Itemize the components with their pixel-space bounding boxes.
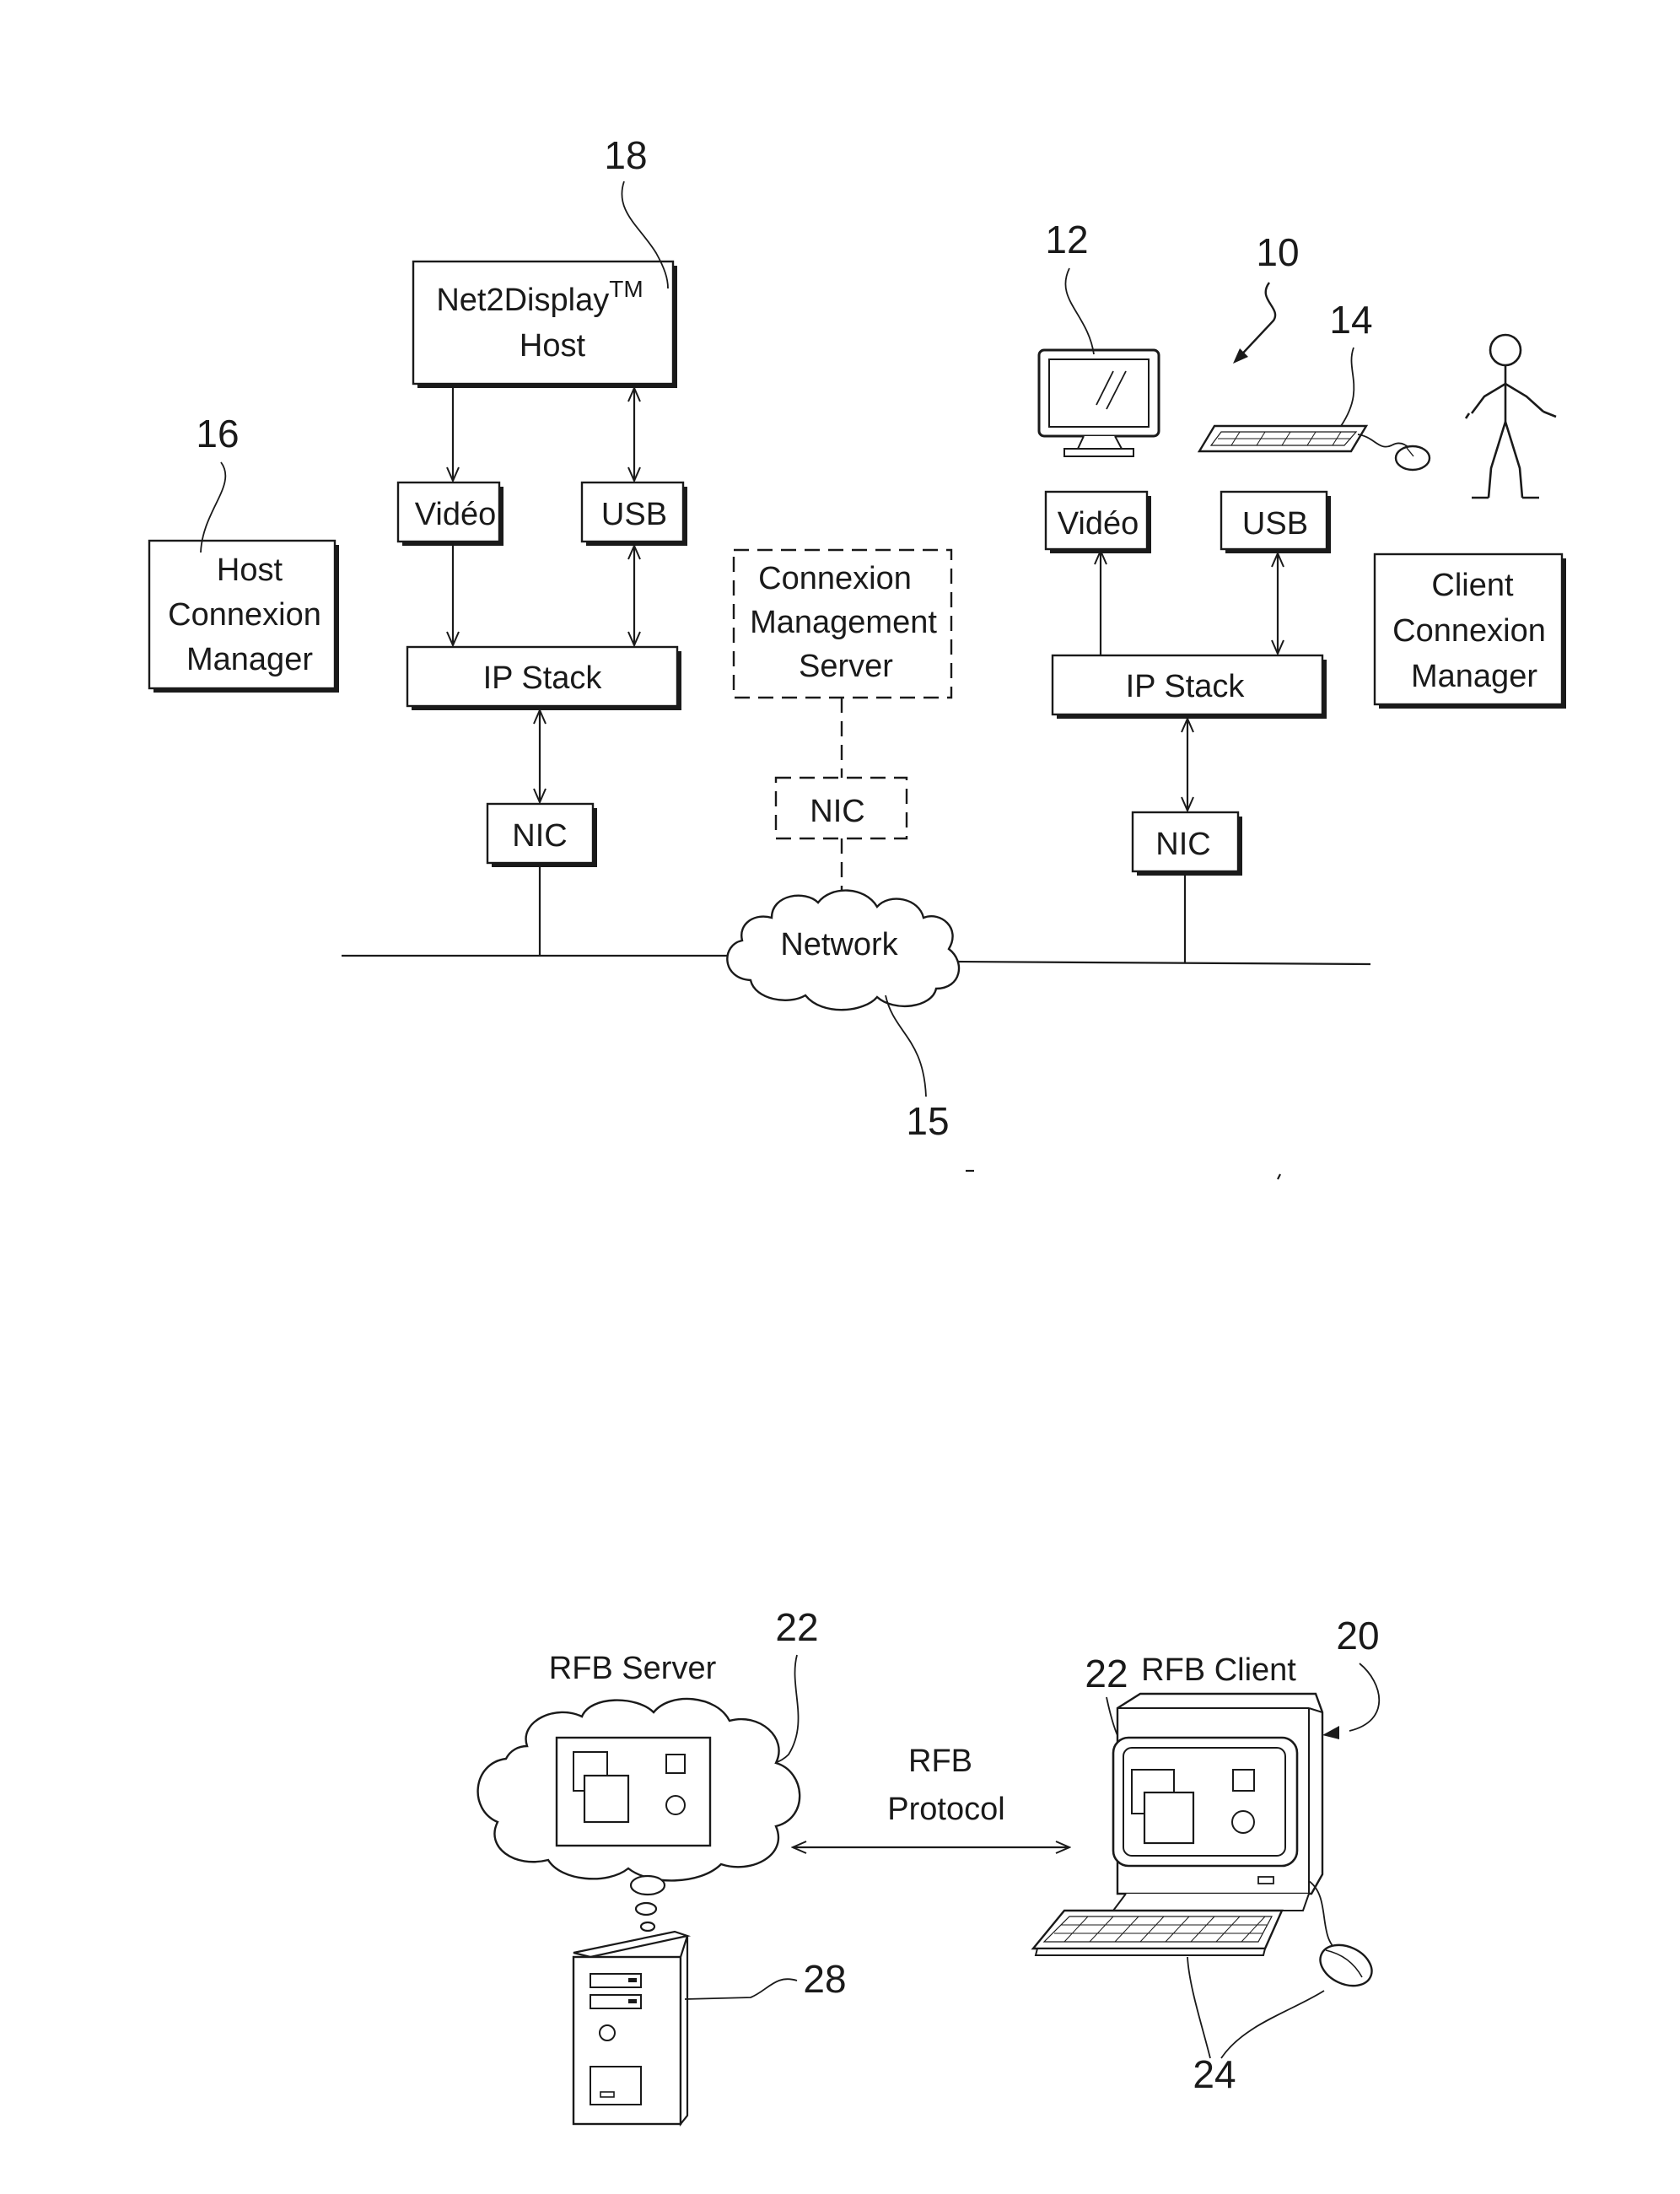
leader-10 bbox=[1236, 283, 1275, 361]
client-usb-box: USB bbox=[1221, 492, 1331, 553]
ref-24: 24 bbox=[1193, 2052, 1236, 2096]
stray-mark-2 bbox=[1278, 1174, 1280, 1179]
leader-24-keyboard bbox=[1187, 1957, 1210, 2058]
ref-18: 18 bbox=[604, 133, 647, 177]
monitor-12 bbox=[1039, 350, 1159, 456]
leader-14 bbox=[1341, 348, 1354, 426]
ref-12: 12 bbox=[1045, 218, 1088, 261]
net2display-host-box: Net2DisplayTM Host bbox=[413, 261, 677, 388]
rfb-client-keyboard bbox=[1033, 1911, 1282, 1955]
thought-bubble-2 bbox=[636, 1903, 656, 1915]
host-manager-line3: Manager bbox=[186, 642, 313, 677]
ref-22-server: 22 bbox=[775, 1605, 818, 1649]
ref-22-client: 22 bbox=[1085, 1652, 1128, 1695]
client-connexion-manager-box: Client Connexion Manager bbox=[1375, 554, 1566, 709]
host-ip-stack-label: IP Stack bbox=[483, 660, 603, 696]
leader-24-mouse bbox=[1221, 1991, 1324, 2058]
cms-line1: Connexion bbox=[758, 561, 912, 596]
ref-14: 14 bbox=[1329, 298, 1372, 342]
leader-15 bbox=[886, 995, 926, 1097]
rfb-protocol-line2: Protocol bbox=[887, 1792, 1004, 1827]
host-nic-box: NIC bbox=[487, 804, 597, 867]
host-connexion-manager-box: Host Connexion Manager bbox=[149, 541, 339, 693]
ref-10: 10 bbox=[1256, 230, 1299, 274]
client-ip-stack-box: IP Stack bbox=[1053, 655, 1327, 719]
thought-bubble-3 bbox=[641, 1922, 654, 1931]
rfb-protocol-line1: RFB bbox=[908, 1744, 972, 1779]
keyboard-14 bbox=[1199, 426, 1430, 470]
host-manager-line1: Host bbox=[217, 553, 283, 588]
connexion-management-server-box: Connexion Management Server bbox=[734, 550, 951, 698]
host-line2: Host bbox=[520, 328, 586, 364]
host-ip-stack-box: IP Stack bbox=[407, 647, 681, 710]
host-usb-box: USB bbox=[582, 482, 687, 546]
rfb-server-label: RFB Server bbox=[549, 1651, 717, 1686]
ref-28: 28 bbox=[803, 1957, 846, 2001]
rfb-client-label: RFB Client bbox=[1141, 1652, 1296, 1688]
ref-20: 20 bbox=[1336, 1614, 1379, 1658]
cms-line3: Server bbox=[799, 649, 893, 684]
leader-20 bbox=[1349, 1663, 1379, 1731]
ref-16: 16 bbox=[196, 412, 239, 456]
host-name: Net2Display bbox=[436, 283, 609, 318]
client-manager-line3: Manager bbox=[1411, 659, 1537, 694]
ref-15: 15 bbox=[906, 1099, 949, 1143]
host-usb-label: USB bbox=[601, 497, 667, 532]
client-nic-box: NIC bbox=[1133, 812, 1242, 876]
rfb-server-cloud bbox=[478, 1699, 800, 1880]
cms-nic-label: NIC bbox=[810, 794, 864, 829]
host-manager-line2: Connexion bbox=[168, 597, 321, 633]
client-video-label: Vidéo bbox=[1058, 506, 1139, 542]
host-tm: TM bbox=[609, 276, 643, 302]
leader-16 bbox=[201, 462, 225, 553]
client-manager-line1: Client bbox=[1431, 568, 1514, 603]
cms-nic-box: NIC bbox=[776, 778, 907, 838]
cms-line2: Management bbox=[750, 605, 937, 640]
host-video-box: Vidéo bbox=[398, 482, 503, 546]
host-nic-label: NIC bbox=[512, 818, 567, 854]
client-ip-stack-label: IP Stack bbox=[1126, 669, 1246, 704]
client-usb-label: USB bbox=[1242, 506, 1308, 542]
network-bus-right bbox=[953, 962, 1370, 964]
leader-28 bbox=[685, 1979, 797, 1999]
leader-20-arrowhead bbox=[1322, 1726, 1339, 1739]
thought-bubble-1 bbox=[631, 1876, 665, 1895]
network-cloud: Network bbox=[727, 891, 959, 1011]
server-tower-28 bbox=[573, 1932, 687, 2124]
client-manager-line2: Connexion bbox=[1392, 613, 1546, 649]
client-nic-label: NIC bbox=[1155, 827, 1210, 862]
rfb-client-computer bbox=[1113, 1694, 1322, 1911]
rfb-client-mouse bbox=[1309, 1881, 1378, 1993]
client-video-box: Vidéo bbox=[1046, 492, 1151, 553]
leader-12 bbox=[1065, 268, 1094, 354]
user-stick-figure bbox=[1466, 335, 1556, 498]
network-label: Network bbox=[780, 927, 898, 962]
host-video-label: Vidéo bbox=[415, 497, 497, 532]
